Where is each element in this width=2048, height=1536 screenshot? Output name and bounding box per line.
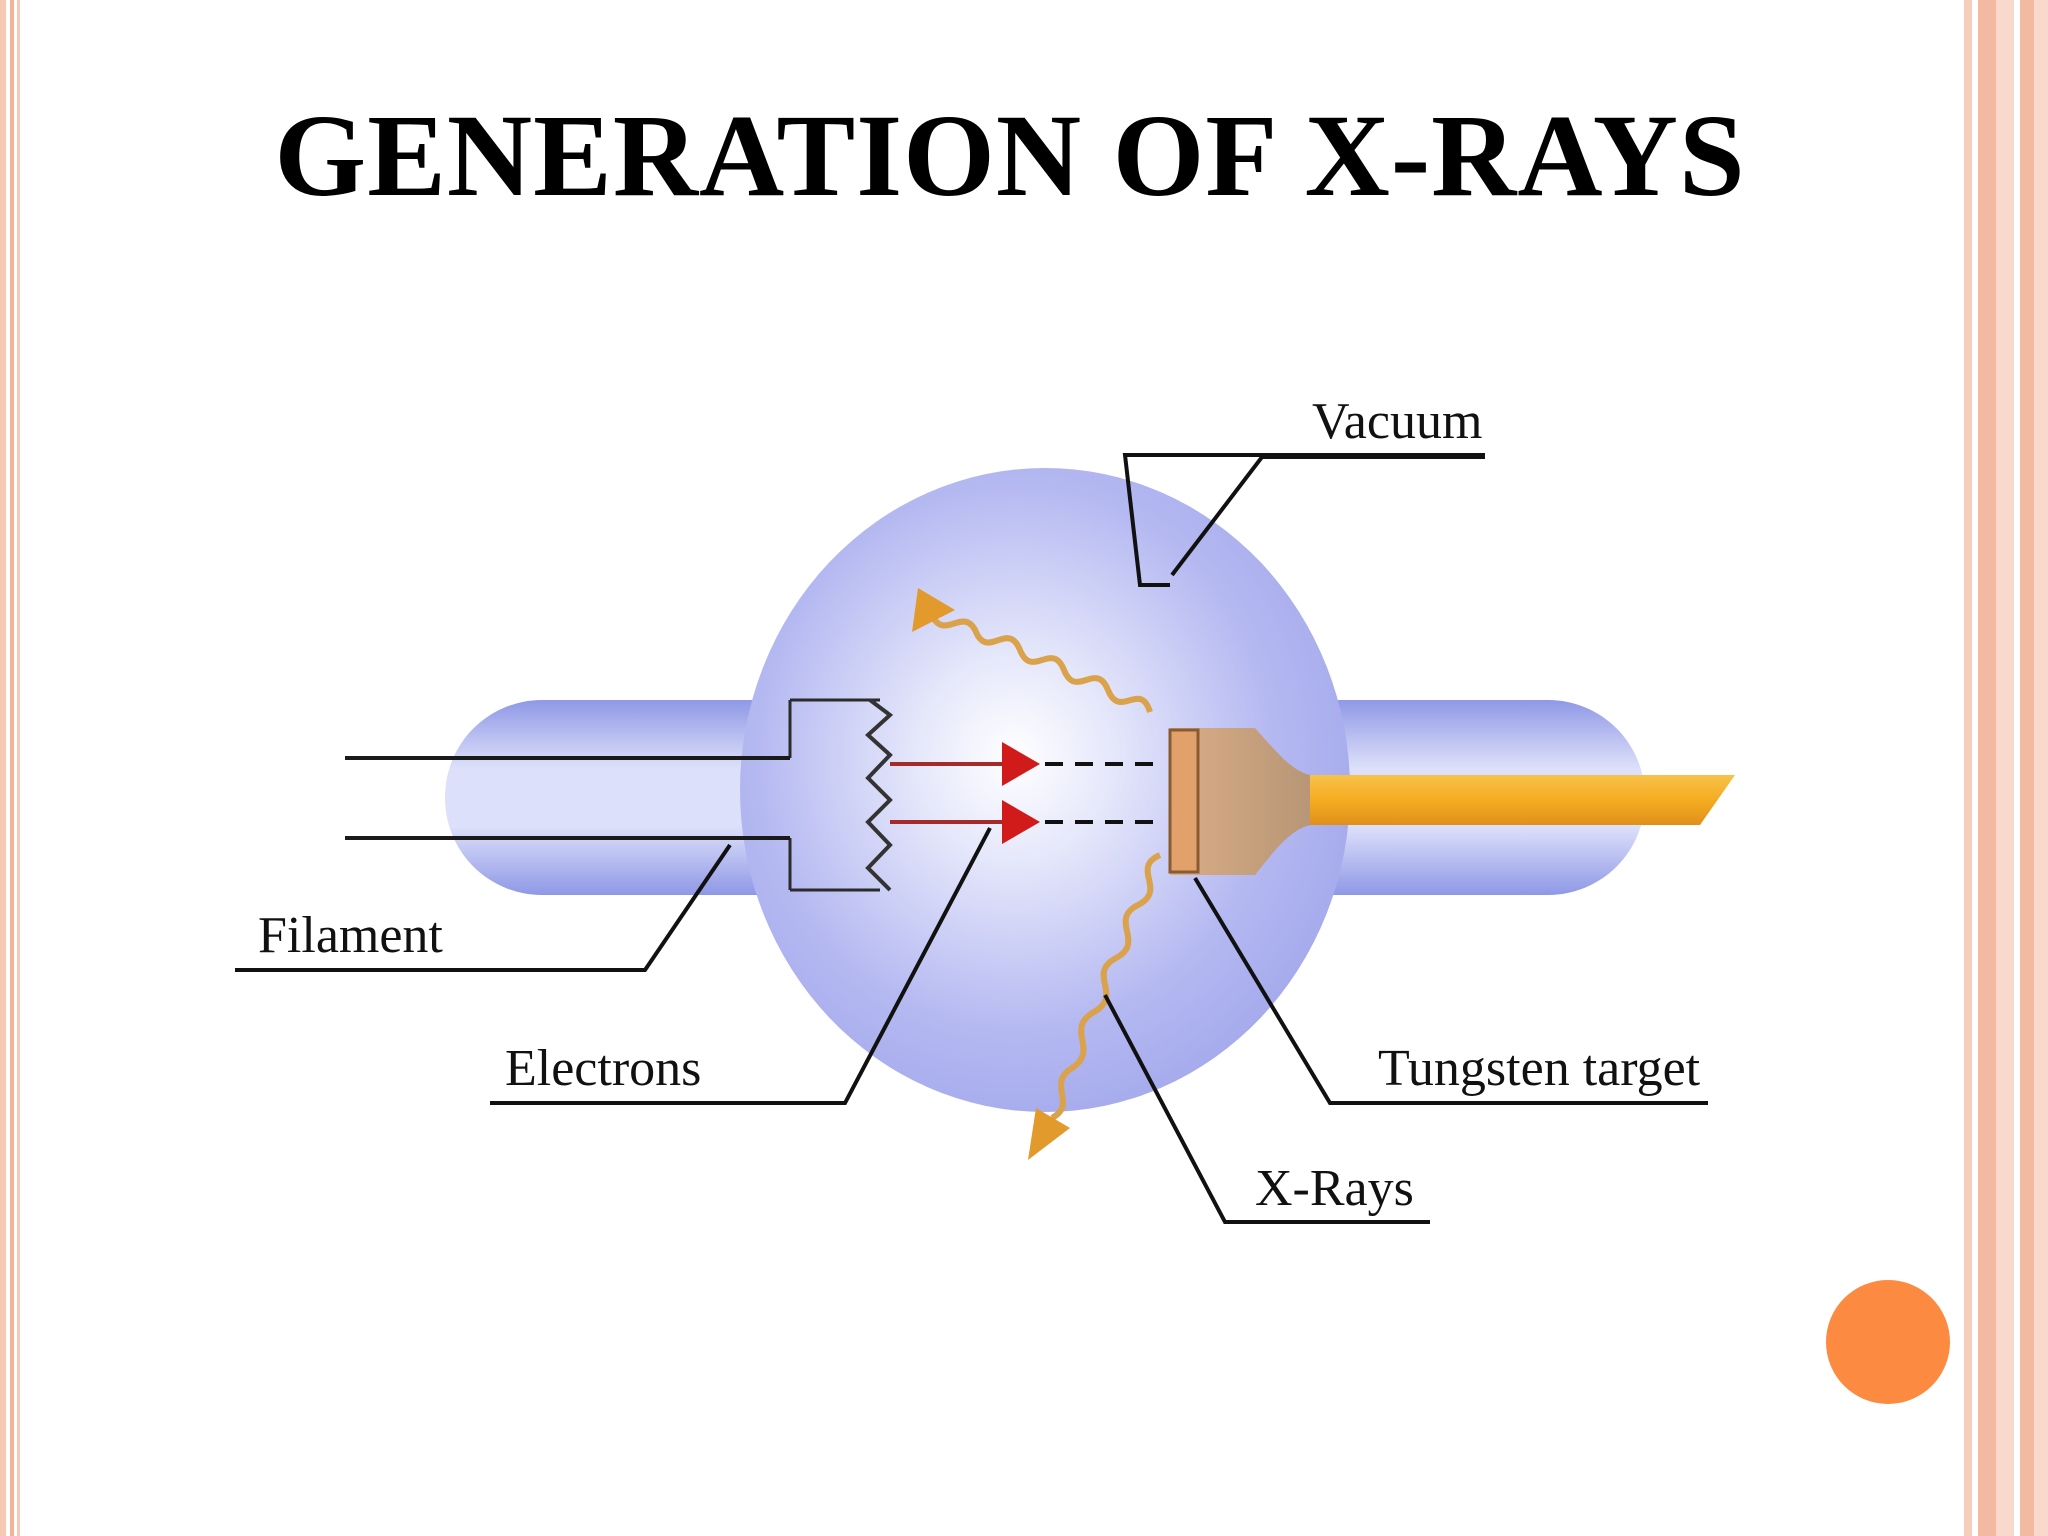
slide-border-right — [1956, 0, 2048, 1536]
leader-filament — [235, 843, 732, 972]
vacuum-globe — [740, 468, 1350, 1112]
label-tungsten-target: Tungsten target — [1378, 1040, 1701, 1097]
xray-arrow-upper — [912, 588, 955, 632]
label-vacuum: Vacuum — [1312, 393, 1482, 450]
xray-arrow-lower — [1028, 1108, 1070, 1160]
slide-title: GENERATION OF X-RAYS — [274, 90, 1746, 221]
leader-electrons — [490, 827, 992, 1105]
tungsten-target — [1168, 728, 1200, 874]
label-xrays: X-Rays — [1255, 1160, 1414, 1217]
leader-vacuum-line — [1170, 455, 1485, 577]
label-filament: Filament — [258, 907, 443, 964]
electron-arrow-upper — [1002, 742, 1040, 786]
leader-tungsten — [1193, 876, 1708, 1105]
cathode-cup — [788, 698, 880, 892]
leader-xrays — [1103, 994, 1430, 1224]
slide-border-left — [0, 0, 24, 1536]
filament-coil — [865, 698, 894, 892]
anode-rod — [1300, 775, 1735, 825]
anode-head — [1170, 728, 1310, 875]
xray-wave-lower — [1050, 852, 1162, 1121]
xray-wave-upper — [929, 613, 1153, 714]
orange-accent-dot — [1826, 1280, 1950, 1404]
electron-arrow-lower — [1002, 800, 1040, 844]
label-electrons: Electrons — [505, 1040, 701, 1097]
